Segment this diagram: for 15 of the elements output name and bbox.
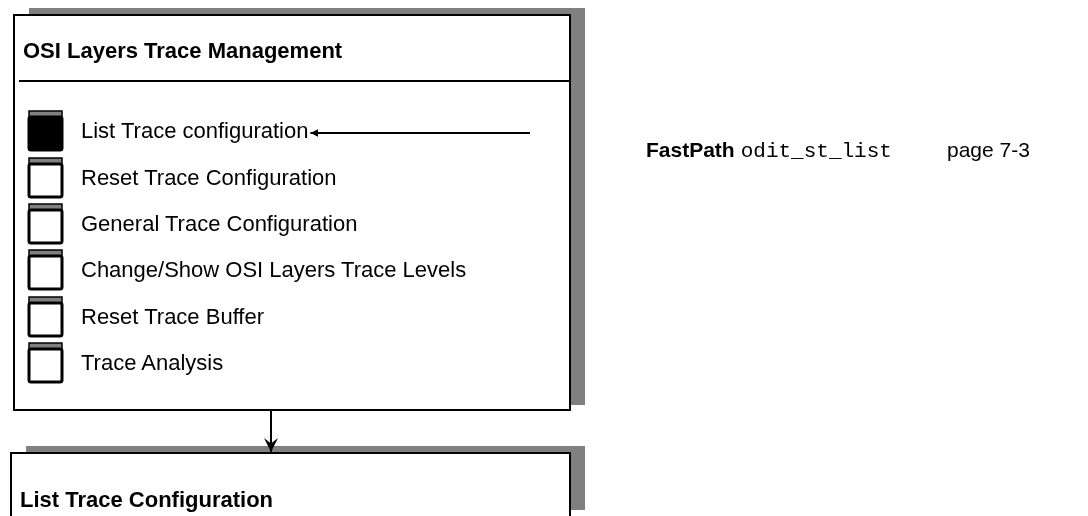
menu-item-label: Reset Trace Configuration [81, 165, 337, 191]
window-title: OSI Layers Trace Management [23, 38, 343, 64]
page-reference: page 7-3 [947, 138, 1030, 162]
menu-item-label: Trace Analysis [81, 350, 224, 376]
arrow [264, 410, 278, 453]
window-title: List Trace Configuration [20, 487, 274, 513]
fastpath-label: FastPath [646, 138, 735, 161]
menu-item-label: Reset Trace Buffer [81, 304, 264, 330]
arrow [309, 129, 531, 137]
menu-item-label: List Trace configuration [81, 118, 309, 144]
menu-window [13, 14, 571, 411]
menu-item-label: General Trace Configuration [81, 211, 358, 237]
menu-item-label: Change/Show OSI Layers Trace Levels [81, 257, 467, 283]
command-name: odit_st_list [740, 140, 892, 163]
menu-window [10, 452, 571, 516]
